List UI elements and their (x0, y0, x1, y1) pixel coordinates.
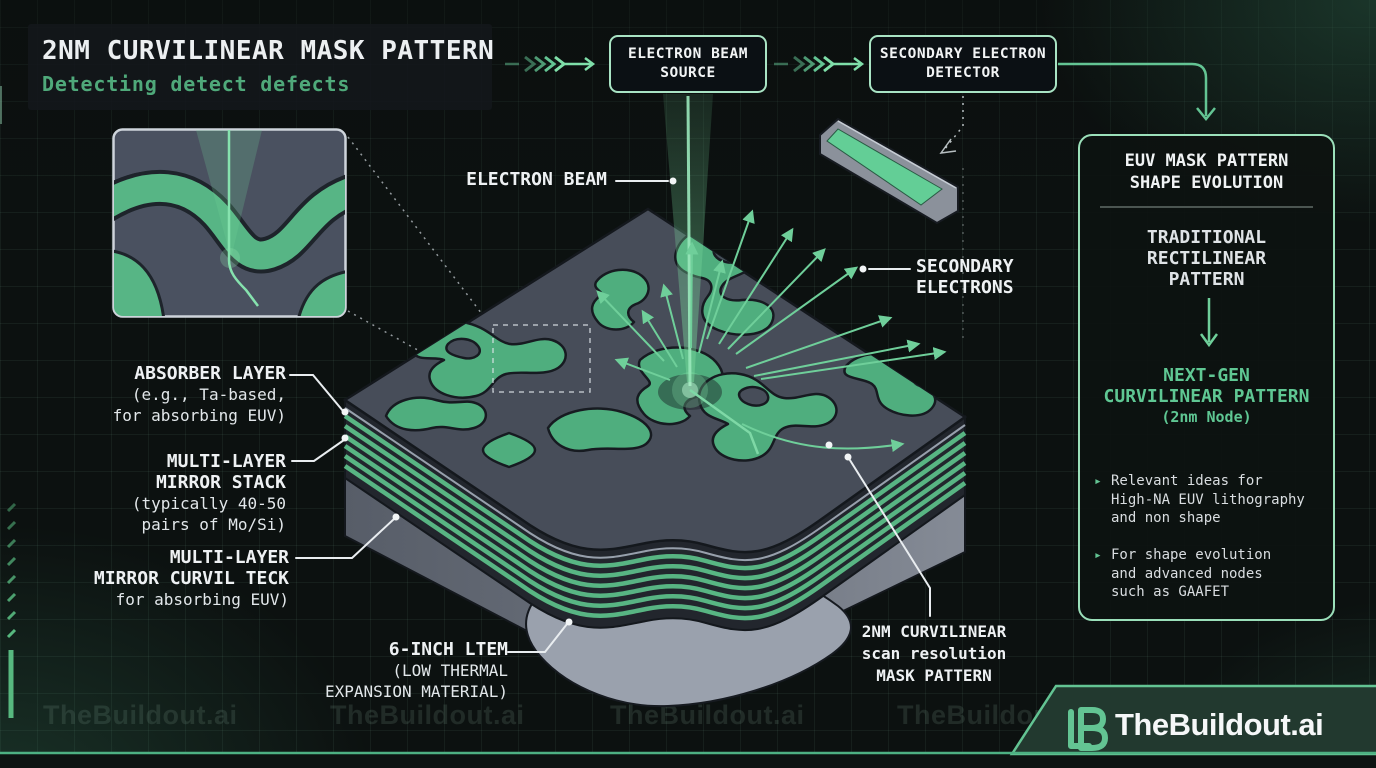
box-label-line: DETECTOR (926, 65, 1000, 81)
watermark: TheBuildout.ai (330, 700, 525, 730)
mask-pattern-label: 2NM CURVILINEAR scan resolution MASK PAT… (855, 621, 1013, 687)
callout-line: ABSORBER LAYER (134, 363, 286, 384)
panel-header-line: SHAPE EVOLUTION (1129, 173, 1284, 193)
callout-line: SECONDARY (916, 256, 1014, 277)
flow-arrow-2 (774, 55, 865, 73)
inset-detail-box (112, 128, 347, 318)
panel-header: EUV MASK PATTERN SHAPE EVOLUTION (1080, 150, 1333, 194)
brand-logo-text: TheBuildout.ai (1115, 707, 1324, 742)
callout-line: 6-INCH LTEM (388, 639, 508, 660)
left-edge-decoration (0, 86, 17, 718)
watermark: TheBuildout.ai (43, 700, 238, 730)
page-subtitle: Detecting detect defects (42, 72, 351, 96)
callout-line: MIRROR CURVIL TECK (93, 568, 289, 589)
shape-evolution-panel: EUV MASK PATTERN SHAPE EVOLUTION TRADITI… (1078, 134, 1335, 621)
electron-beam-label: ELECTRON BEAM (455, 169, 607, 190)
callout-line: for absorbing EUV) (115, 590, 289, 609)
bullet-line: Relevant ideas for (1111, 473, 1263, 489)
panel-text-line: CURVILINEAR PATTERN (1103, 386, 1310, 407)
callout-line: MULTI-LAYER (166, 451, 286, 472)
callout-line: 2NM CURVILINEAR (861, 622, 1007, 641)
detector-device (819, 117, 959, 225)
callout-line: pairs of Mo/Si) (141, 515, 287, 534)
evolution-down-arrow (1199, 298, 1219, 348)
box-label-line: ELECTRON BEAM (628, 46, 748, 62)
absorber-layer-label: ABSORBER LAYER (e.g., Ta-based, for abso… (90, 363, 286, 426)
bullet-line: For shape evolution (1111, 547, 1272, 563)
panel-text-line: PATTERN (1168, 269, 1245, 290)
mirror-stack-label: MULTI-LAYER MIRROR STACK (typically 40-5… (90, 451, 286, 535)
inset-beam-core (227, 130, 259, 307)
bullet-line: and non shape (1111, 510, 1221, 526)
callout-line: for absorbing EUV) (112, 406, 286, 425)
callout-line: MULTI-LAYER (169, 547, 289, 568)
mask-3d (342, 207, 968, 708)
flow-arrow-1 (505, 55, 596, 73)
panel-text-line: NEXT-GEN (1163, 365, 1250, 386)
leader-lines (289, 180, 931, 653)
detector-dotted-line (939, 96, 964, 342)
leader-dots (341, 177, 867, 626)
box-label-line: SOURCE (660, 65, 716, 81)
secondary-electron-detector-box: SECONDARY ELECTRON DETECTOR (869, 35, 1057, 93)
callout-line: (LOW THERMAL (392, 661, 508, 680)
curvilinear-pattern (384, 209, 937, 469)
mirror-curvilteck-label: MULTI-LAYER MIRROR CURVIL TECK for absor… (60, 547, 289, 610)
title-block: 2NM CURVILINEAR MASK PATTERN Detecting d… (28, 24, 495, 110)
beam-refraction (689, 388, 760, 455)
nextgen-pattern-label: NEXT-GEN CURVILINEAR PATTERN (2nm Node) (1080, 365, 1333, 428)
bullet-line: such as GAAFET (1111, 584, 1230, 600)
bullet-triangle-icon: ▸ (1094, 474, 1102, 489)
bottom-strip (0, 754, 1376, 768)
callout-line: MASK PATTERN (876, 666, 992, 685)
callout-line: scan resolution (861, 644, 1007, 663)
panel-bullet: ▸ Relevant ideas for High-NA EUV lithogr… (1094, 472, 1322, 528)
bullet-line: High-NA EUV lithography (1111, 491, 1305, 508)
bullet-line: and advanced nodes (1111, 565, 1263, 582)
logo-lb-icon (1068, 707, 1108, 751)
inspection-region (492, 324, 591, 393)
callout-line: ELECTRON BEAM (466, 169, 607, 190)
box-label-line: SECONDARY ELECTRON (879, 46, 1047, 62)
callout-line: EXPANSION MATERIAL) (324, 682, 508, 701)
secondary-electrons-label: SECONDARY ELECTRONS (916, 256, 1076, 298)
secondary-electron-arrows (596, 209, 947, 453)
callout-line: MIRROR STACK (155, 472, 286, 493)
panel-text-line: (2nm Node) (1161, 408, 1252, 426)
inset-connector-lines (347, 136, 492, 392)
ltem-substrate-label: 6-INCH LTEM (LOW THERMAL EXPANSION MATER… (280, 639, 508, 702)
panel-divider (1100, 206, 1313, 208)
electron-beam-source-box: ELECTRON BEAM SOURCE (609, 35, 767, 93)
callout-line: ELECTRONS (916, 277, 1014, 298)
panel-header-line: EUV MASK PATTERN (1124, 151, 1289, 171)
connector-to-panel (1058, 62, 1216, 121)
callout-line: (e.g., Ta-based, (131, 385, 286, 404)
callout-line: (typically 40-50 (131, 494, 286, 513)
electron-beam (658, 94, 760, 455)
panel-text-line: TRADITIONAL (1146, 227, 1267, 248)
bullet-triangle-icon: ▸ (1094, 548, 1102, 563)
page-title: 2NM CURVILINEAR MASK PATTERN (42, 36, 495, 66)
traditional-pattern-label: TRADITIONAL RECTILINEAR PATTERN (1080, 227, 1333, 290)
panel-text-line: RECTILINEAR (1146, 248, 1267, 269)
panel-bullet: ▸ For shape evolution and advanced nodes… (1094, 546, 1322, 602)
